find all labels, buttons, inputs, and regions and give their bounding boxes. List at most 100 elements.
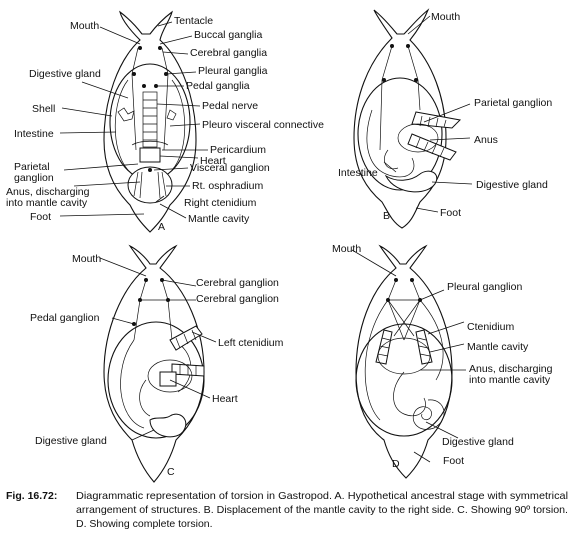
panel-b-body-outline	[353, 8, 447, 229]
panel-b-label-mouth: Mouth	[431, 11, 460, 23]
panel-b-shell	[357, 77, 443, 191]
panel-b-ctenidium-lower	[407, 133, 457, 161]
panel-a-label-pleural: Pleural ganglia	[198, 65, 268, 77]
panel-a-label-anus-2: into mantle cavity	[6, 197, 88, 209]
panel-a-label-parietal-1: Parietal	[14, 161, 50, 173]
panel-c-intestine	[139, 379, 151, 417]
panel-c-ctenidium-upper-lines	[175, 329, 197, 349]
panel-d-mantle-cavity	[377, 337, 431, 375]
panel-c-ganglion	[144, 278, 148, 282]
panel-a-digestive-texture	[117, 107, 177, 122]
figure-caption: Fig. 16.72: Diagrammatic representation …	[6, 490, 568, 530]
panel-a-pericardium	[131, 140, 169, 146]
panel-a-label-buccal: Buccal ganglia	[194, 29, 262, 41]
panel-c-label-heart: Heart	[212, 393, 238, 405]
panel-a-label-intestine: Intestine	[14, 128, 54, 140]
panel-d-label-ctenidium: Ctenidium	[467, 321, 515, 333]
panel-a-heart	[139, 147, 161, 163]
panel-c-body-outline	[103, 244, 205, 483]
panel-d-ganglion	[410, 278, 414, 282]
panel-a: Mouth Tentacle Buccal ganglia Cerebral g…	[6, 10, 324, 233]
panel-a-label-ctenidium: Right ctenidium	[184, 197, 257, 209]
panel-d-intestine	[393, 371, 426, 417]
panel-d-ganglion	[394, 278, 398, 282]
panel-a-label-osphradium: Rt. osphradium	[192, 180, 263, 192]
panel-a-label-pericardium: Pericardium	[210, 144, 266, 156]
panel-b-intestine	[366, 109, 415, 178]
panel-c-digestive-gland	[149, 413, 187, 438]
panel-b-label-parietal: Parietal ganglion	[474, 97, 552, 109]
panel-b-leaders	[383, 15, 473, 213]
panel-c-mantle-cavity	[147, 359, 193, 393]
panel-b-ganglion	[382, 78, 386, 82]
panel-b-gut	[384, 149, 399, 170]
panel-a-label-pleuro: Pleuro visceral connective	[202, 119, 324, 131]
panel-d-label-anus-2: into mantle cavity	[469, 374, 551, 386]
panel-c-label-mouth: Mouth	[72, 253, 101, 265]
panel-b-label-digestive: Digestive gland	[476, 179, 548, 191]
panel-d-spiral	[412, 399, 445, 430]
panel-d-body-outline	[355, 244, 453, 479]
panel-c-label-cerebral-2: Cerebral ganglion	[196, 293, 279, 305]
panel-a-label-anus-1: Anus, discharging	[6, 186, 90, 198]
panel-d-letter: D	[392, 458, 400, 470]
caption-prefix: Fig. 16.72:	[6, 490, 57, 502]
panel-b-ganglion	[406, 44, 410, 48]
panel-c-label-left-ctenidium: Left ctenidium	[218, 337, 284, 349]
panel-b-label-anus: Anus	[474, 134, 498, 146]
panel-b-ctenidium-upper	[411, 111, 462, 129]
panel-a-intestine-left	[114, 79, 129, 171]
panel-a-ganglion	[142, 84, 146, 88]
panel-a-pedal-nerve-ladder	[143, 99, 157, 141]
panel-d-ctenidium-left-lines	[377, 337, 391, 357]
panel-c-ctenidium-upper	[169, 325, 203, 351]
panel-a-label-mouth: Mouth	[70, 20, 99, 32]
panel-b-ctenidium-lower-lines	[415, 137, 445, 158]
panel-a-visceral-ganglion	[148, 168, 152, 172]
panel-a-leaders	[59, 21, 208, 219]
panel-b-label-foot: Foot	[440, 207, 461, 219]
panel-d-label-mantle: Mantle cavity	[467, 341, 529, 353]
panel-d-ctenidium-right-lines	[417, 337, 431, 357]
panel-b-ctenidium-upper-lines	[419, 115, 447, 128]
panel-a-label-visceral: Visceral ganglion	[190, 162, 270, 174]
panel-c-ganglion	[138, 298, 142, 302]
panel-d-loop-nerve	[364, 299, 444, 421]
panel-a-mantle-cavity	[127, 166, 173, 204]
caption-line-3: D. Showing complete torsion.	[76, 518, 213, 530]
panel-d-connectives	[387, 279, 421, 341]
panel-a-letter: A	[158, 221, 165, 233]
panel-a-label-parietal-2: ganglion	[14, 172, 54, 184]
panel-d-leaders	[351, 249, 466, 463]
panel-a-label-mantle: Mantle cavity	[188, 213, 250, 225]
panel-c-label-pedal: Pedal ganglion	[30, 312, 100, 324]
panel-d-label-pleural: Pleural ganglion	[447, 281, 522, 293]
panel-c-label-digestive: Digestive gland	[35, 435, 107, 447]
caption-line-1: Diagrammatic representation of torsion i…	[76, 490, 568, 502]
panel-a-label-shell: Shell	[32, 103, 55, 115]
panel-a-ganglion	[154, 84, 158, 88]
panel-c: Mouth Cerebral ganglion Cerebral ganglio…	[30, 244, 284, 483]
panel-c-leaders	[99, 257, 217, 441]
panel-a-label-tentacle: Tentacle	[174, 15, 213, 27]
panel-b-label-intestine: Intestine	[338, 167, 378, 179]
panel-a-ganglion	[132, 72, 136, 76]
panel-a-label-pedal-nerve: Pedal nerve	[202, 100, 258, 112]
panel-b-ganglion	[414, 78, 418, 82]
panel-b-ganglion	[390, 44, 394, 48]
panel-a-shell	[109, 63, 191, 181]
panel-b-letter: B	[383, 210, 390, 222]
panel-a-label-cerebral: Cerebral ganglia	[190, 47, 267, 59]
panel-d-label-anus-1: Anus, discharging	[469, 363, 553, 375]
panel-d-shell	[355, 323, 453, 437]
panel-c-label-cerebral-1: Cerebral ganglion	[196, 277, 279, 289]
panel-d-label-digestive: Digestive gland	[442, 436, 514, 448]
panel-a-label-foot: Foot	[30, 211, 51, 223]
panel-b: Mouth Parietal ganglion Anus Intestine D…	[338, 8, 552, 229]
panel-a-ganglion	[158, 46, 162, 50]
panel-a-label-pedal-ganglia: Pedal ganglia	[186, 80, 250, 92]
panel-b-mantle-cavity	[397, 123, 439, 153]
panel-c-shell	[107, 321, 205, 439]
